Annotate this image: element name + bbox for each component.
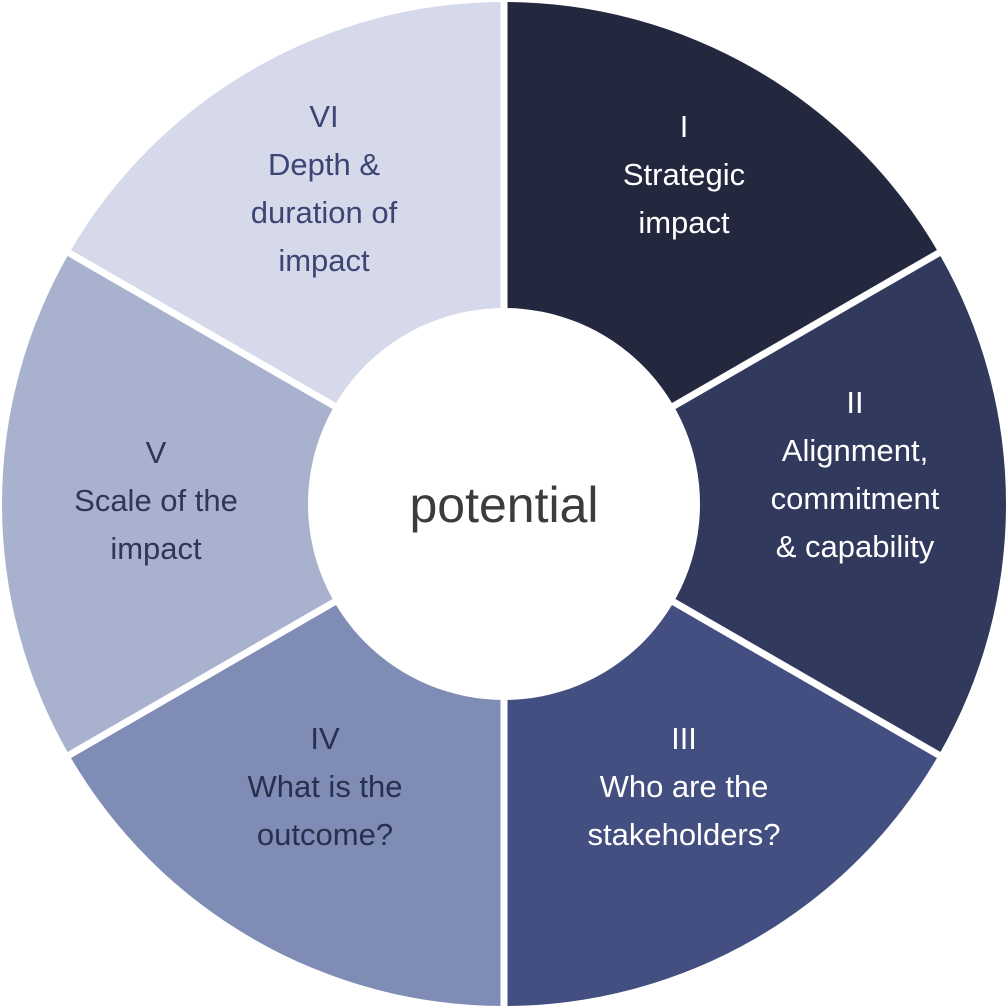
segment-v xyxy=(2,253,505,755)
segment-title-line: Depth & xyxy=(268,147,380,182)
segment-numeral: V xyxy=(146,435,167,470)
center-label: potential xyxy=(409,477,598,533)
segment-title-line: Scale of the xyxy=(74,483,238,518)
segment-label-vi: VI Depth & duration of impact xyxy=(251,99,398,278)
segment-title-line: Strategic xyxy=(623,157,745,192)
segment-divider xyxy=(668,247,944,412)
segment-numeral: VI xyxy=(309,99,338,134)
segment-title-line: impact xyxy=(110,531,202,566)
segment-numeral: I xyxy=(680,109,689,144)
segment-divider xyxy=(64,596,340,761)
segment-title-line: commitment xyxy=(771,481,940,516)
center-circle xyxy=(308,308,700,700)
segment-label-iii: III Who are the stakeholders? xyxy=(587,721,780,852)
segment-label-v: V Scale of the impact xyxy=(74,435,238,566)
segment-label-ii: II Alignment, commitment & capability xyxy=(771,385,940,564)
segment-ii xyxy=(504,253,1007,755)
segment-label-i: I Strategic impact xyxy=(623,109,745,240)
segment-title-line: What is the xyxy=(247,769,402,804)
segment-label-iv: IV What is the outcome? xyxy=(247,721,402,852)
segment-title-line: duration of xyxy=(251,195,398,230)
wheel-dividers xyxy=(64,0,944,1008)
segment-numeral: III xyxy=(671,721,697,756)
segment-title-line: outcome? xyxy=(257,817,393,852)
segment-numeral: IV xyxy=(310,721,340,756)
segment-title-line: impact xyxy=(278,243,370,278)
segment-title-line: & capability xyxy=(776,529,935,564)
segment-numeral: II xyxy=(846,385,863,420)
segment-divider xyxy=(668,596,944,761)
segment-title-line: impact xyxy=(638,205,730,240)
segment-title-line: Who are the xyxy=(600,769,769,804)
segment-title-line: stakeholders? xyxy=(587,817,780,852)
segment-divider xyxy=(64,247,340,412)
segment-title-line: Alignment, xyxy=(782,433,928,468)
